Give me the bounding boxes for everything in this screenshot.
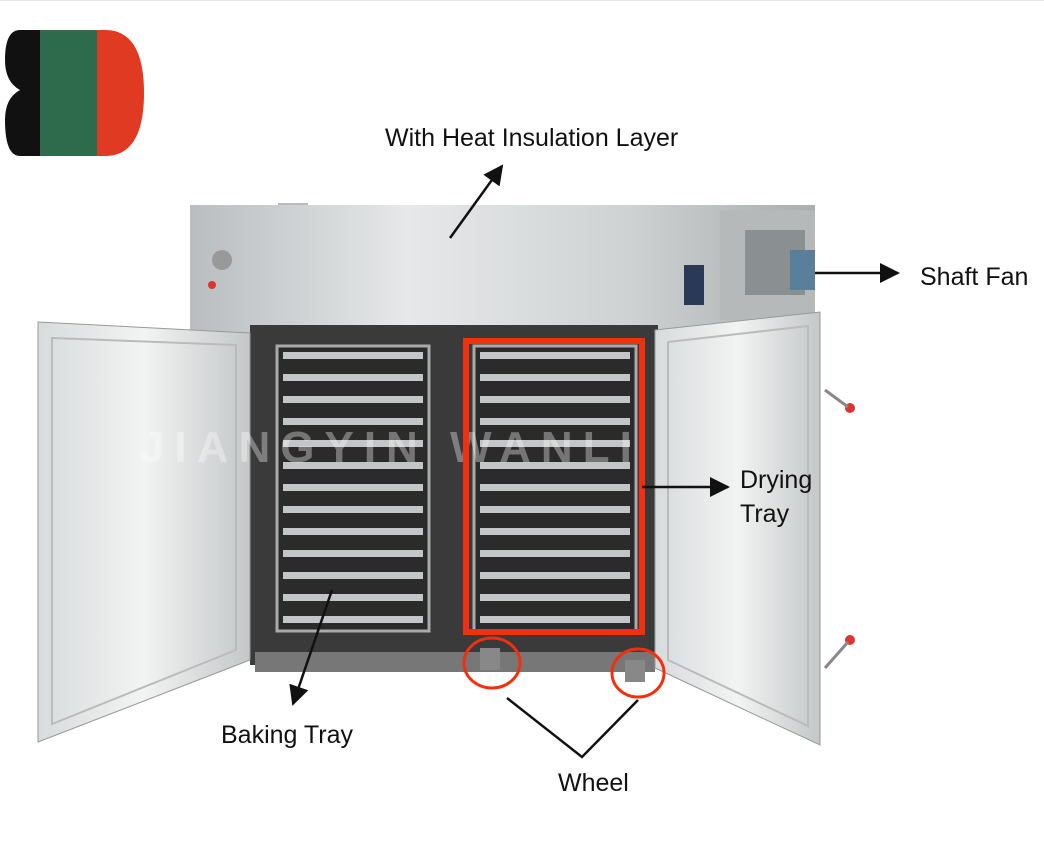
tray — [283, 374, 423, 381]
tray — [283, 418, 423, 425]
arrow-baking-tray — [289, 589, 334, 706]
tray — [480, 396, 630, 403]
tray — [283, 462, 423, 469]
drying-tray-rack — [472, 344, 638, 633]
label-drying-tray-line1: Drying — [740, 466, 813, 494]
wheel-highlight-left — [462, 636, 522, 690]
brand-logo — [5, 30, 144, 156]
tray — [283, 506, 423, 513]
tray — [480, 484, 630, 491]
tray — [283, 484, 423, 491]
tray — [480, 572, 630, 579]
arrow-insulation — [448, 164, 504, 239]
label-baking-tray: Baking Tray — [221, 721, 354, 749]
tray — [480, 528, 630, 535]
right-door — [654, 311, 855, 746]
watermark: JIANGYIN WANLI — [140, 423, 642, 472]
left-door — [37, 321, 251, 743]
tray — [480, 418, 630, 425]
top-border — [0, 0, 1044, 1]
tray — [283, 440, 423, 447]
tray — [480, 440, 630, 447]
wheel-pointer-lines — [506, 697, 639, 759]
tray — [480, 616, 630, 623]
tray — [283, 594, 423, 601]
tray — [283, 396, 423, 403]
label-drying-tray-line2: Tray — [740, 500, 790, 528]
tray — [283, 616, 423, 623]
tray — [480, 352, 630, 359]
label-wheel: Wheel — [558, 769, 629, 797]
baking-tray-rack — [275, 344, 431, 633]
control-panel — [684, 265, 704, 305]
tray — [480, 506, 630, 513]
label-insulation: With Heat Insulation Layer — [385, 124, 679, 152]
tray — [283, 528, 423, 535]
tray — [480, 550, 630, 557]
tray — [283, 550, 423, 557]
annotation-arrows — [289, 164, 900, 759]
tray — [480, 594, 630, 601]
valve-icon — [212, 250, 232, 270]
label-shaft-fan: Shaft Fan — [920, 263, 1029, 291]
tray — [283, 352, 423, 359]
tray — [480, 462, 630, 469]
wheel-highlight-right — [610, 647, 666, 699]
tray — [283, 572, 423, 579]
tray — [480, 374, 630, 381]
